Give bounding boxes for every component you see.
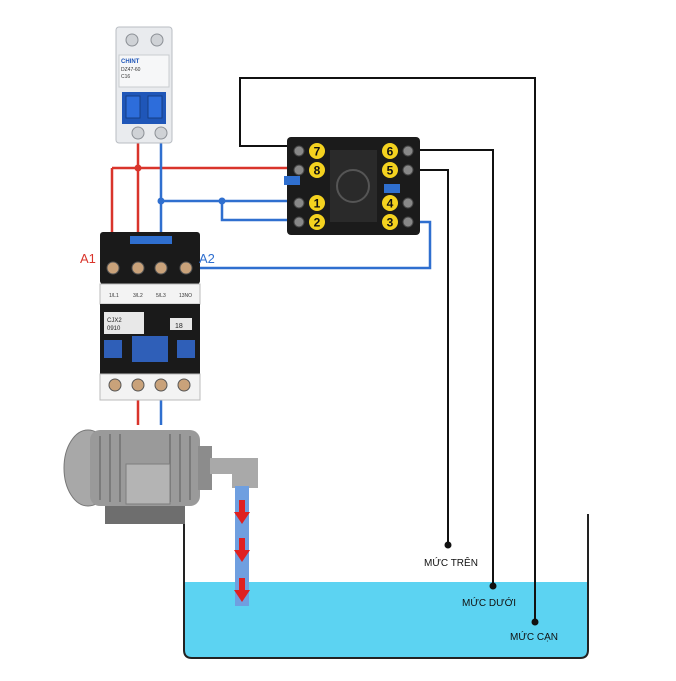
relay-terminal-label-2: 2 [314,216,321,230]
relay-socket: 7 8 1 2 6 5 4 [284,137,420,235]
breaker-screw-3 [131,126,145,140]
contactor-window-center [132,336,168,362]
relay-terminal-label-3: 3 [387,216,394,230]
relay-terminal-label-1: 1 [314,197,321,211]
relay-terminal-label-4: 4 [387,197,394,211]
probe-label-upper: MỨC TRÊN [424,556,478,569]
pump-pipe-outlet [232,466,258,488]
contactor-window-right [177,340,195,358]
breaker-screw-1 [125,33,139,47]
relay-terminal-4: 4 [382,195,414,211]
relay-terminal-6: 6 [382,143,414,159]
probe-label-lower: MỨC DƯỚI [462,596,516,609]
relay-center-ring [336,169,370,203]
relay-terminal-1: 1 [293,195,325,211]
neutral-to-relay-2 [220,201,300,222]
contactor-terminal-no [177,378,191,392]
probe-wire-upper [418,169,449,545]
probe-wires [239,77,536,622]
breaker-model: DZ47-60 [121,67,141,73]
probe-tip-lower [489,582,497,590]
contactor-terminal-t1 [108,378,122,392]
water-body [184,582,588,658]
motor-shaft-flange [198,446,212,490]
breaker-rating: C16 [121,74,130,80]
contactor-terminal-a1 [106,261,120,275]
contactor-rating: 18 [175,323,183,330]
relay-terminal-label-7: 7 [314,145,321,159]
relay-clip-right [384,184,400,193]
contactor-model: CJX2 [107,318,122,324]
contactor-rating-box [170,318,192,330]
probe-wire-lower [420,149,494,586]
breaker-screw-4 [154,126,168,140]
relay-terminal-5: 5 [382,162,414,178]
neutral-a2 [187,220,432,270]
relay-terminal-label-5: 5 [387,164,394,178]
relay-clip-left [284,176,300,185]
flow-arrow-icon [234,590,250,602]
relay-terminal-label-8: 8 [314,164,321,178]
contactor-model-code: 0910 [107,326,121,332]
flow-arrow-icon [234,550,250,562]
probe-tip-upper [444,541,452,549]
contactor-terminal-label-3: 5/L3 [156,293,166,299]
contactor-terminal-label-4: 13NO [179,293,192,299]
probe-wire-common [239,77,536,622]
breaker-screw-2 [150,33,164,47]
junction-neutral [157,197,165,205]
junction-phase [134,164,142,172]
water-tank [183,514,589,659]
contactor-top-block [100,232,200,284]
coil-label-a1: A1 [80,251,96,266]
contactor-terminal-label-2: 3/L2 [133,293,143,299]
breaker-brand: CHINT [121,59,140,65]
probe-label-common: MỨC CẠN [510,630,558,643]
probe-tip-common [531,618,539,626]
breaker-label-panel [118,54,170,88]
relay-terminal-7: 7 [293,143,325,159]
relay-terminal-8: 8 [293,162,325,178]
tank-wall [183,514,589,659]
flow-arrows [234,500,250,602]
breaker-toggle-lever-2 [147,95,163,119]
contactor-front-label [104,312,144,334]
junction-neutral-2 [218,197,226,205]
coil-label-a2: A2 [199,251,215,266]
circuit-breaker: CHINT DZ47-60 C16 [115,26,173,144]
contactor-top-label [130,236,172,244]
contactor-terminal-l2 [154,261,168,275]
contactor-terminal-t3 [154,378,168,392]
relay-terminal-label-6: 6 [387,145,394,159]
contactor-window-left [104,340,122,358]
relay-terminal-2: 2 [293,214,325,230]
motor-terminal-box [125,463,171,505]
contactor: 1/L1 3/L2 5/L3 13NO CJX2 0910 18 [99,232,201,401]
flow-arrow-icon [234,512,250,524]
breaker-toggle-lever [125,95,141,119]
contactor-terminal-t2 [131,378,145,392]
contactor-terminal-l1 [131,261,145,275]
contactor-terminal-a2 [179,261,193,275]
relay-terminal-3: 3 [382,214,414,230]
electric-motor [63,429,212,524]
contactor-terminal-label-1: 1/L1 [109,293,119,299]
